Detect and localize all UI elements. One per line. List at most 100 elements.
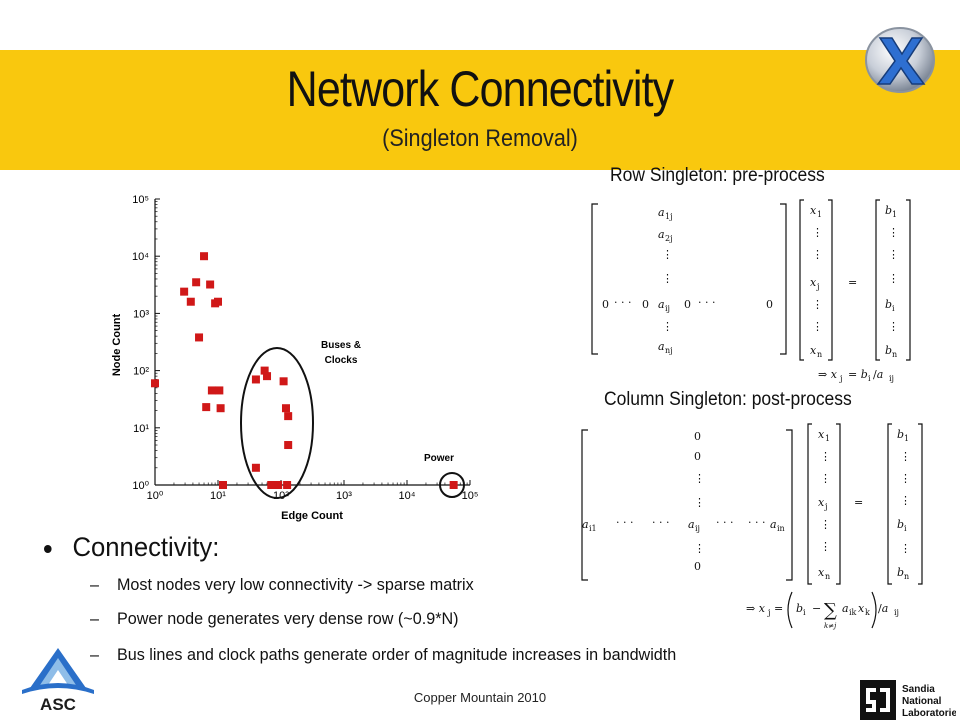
data-point bbox=[267, 481, 276, 489]
data-point bbox=[215, 386, 224, 395]
svg-text:⋮: ⋮ bbox=[662, 272, 673, 285]
svg-text:1j: 1j bbox=[665, 212, 673, 221]
data-point bbox=[449, 481, 458, 489]
svg-text:1: 1 bbox=[825, 434, 830, 443]
svg-text:· · ·: · · · bbox=[616, 516, 633, 529]
svg-text:a: a bbox=[658, 228, 665, 241]
svg-text:⋮: ⋮ bbox=[694, 472, 705, 485]
svg-text:i: i bbox=[803, 608, 806, 617]
svg-text:ij: ij bbox=[695, 524, 700, 533]
title-band bbox=[0, 50, 960, 170]
row-singleton-label: Row Singleton: pre-process bbox=[610, 165, 825, 186]
data-point bbox=[284, 441, 293, 450]
annotation-power: Power bbox=[424, 453, 454, 464]
svg-text:Laboratories: Laboratories bbox=[902, 708, 956, 719]
svg-text:x: x bbox=[818, 428, 825, 441]
x-axis-label: Edge Count bbox=[281, 510, 343, 522]
svg-text:⋮: ⋮ bbox=[694, 496, 705, 509]
svg-text:⋮: ⋮ bbox=[900, 542, 911, 555]
svg-text:n: n bbox=[892, 350, 897, 359]
data-point bbox=[207, 386, 216, 395]
svg-text:k: k bbox=[865, 608, 870, 617]
data-points bbox=[151, 252, 458, 489]
bullet-text: Connectivity: bbox=[72, 532, 220, 562]
svg-text:1: 1 bbox=[892, 210, 897, 219]
column-singleton-label: Column Singleton: post-process bbox=[604, 389, 852, 410]
x-tick-label: 10⁵ bbox=[462, 490, 479, 502]
bullet-dot-icon bbox=[44, 544, 52, 553]
svg-text:nj: nj bbox=[665, 346, 673, 355]
svg-text:⋮: ⋮ bbox=[662, 320, 673, 333]
svg-text:⋮: ⋮ bbox=[812, 298, 823, 311]
data-point bbox=[195, 333, 204, 342]
svg-text:⋮: ⋮ bbox=[900, 450, 911, 463]
svg-text:a: a bbox=[658, 298, 665, 311]
svg-text:a: a bbox=[688, 518, 695, 531]
svg-text:=: = bbox=[848, 276, 857, 289]
x-logo-icon bbox=[865, 27, 935, 93]
svg-text:⇒ x: ⇒ x bbox=[746, 602, 766, 615]
svg-text:0: 0 bbox=[642, 298, 649, 311]
sub-bullet-3: – Bus lines and clock paths generate ord… bbox=[90, 645, 677, 664]
data-point bbox=[186, 297, 195, 306]
data-point bbox=[284, 412, 293, 421]
svg-text:⋮: ⋮ bbox=[888, 226, 899, 239]
sub-bullet-text: Most nodes very low connectivity -> spar… bbox=[116, 575, 474, 594]
svg-text:k≠j: k≠j bbox=[824, 622, 837, 630]
x-tick-label: 10³ bbox=[336, 490, 352, 502]
svg-text:x: x bbox=[818, 566, 825, 579]
y-tick-label: 10¹ bbox=[133, 423, 149, 435]
data-point bbox=[260, 366, 269, 375]
data-point bbox=[214, 297, 222, 306]
svg-text:ik: ik bbox=[849, 608, 857, 617]
svg-text:b: b bbox=[885, 344, 892, 357]
svg-text:i: i bbox=[892, 304, 895, 313]
svg-text:⋮: ⋮ bbox=[820, 450, 831, 463]
svg-text:/a: /a bbox=[878, 602, 888, 615]
svg-text:x: x bbox=[858, 602, 865, 615]
svg-text:ij: ij bbox=[889, 374, 894, 383]
svg-text:⋮: ⋮ bbox=[812, 226, 823, 239]
svg-text:National: National bbox=[902, 696, 942, 707]
svg-text:· · ·: · · · bbox=[748, 516, 765, 529]
svg-text:0: 0 bbox=[766, 298, 773, 311]
data-point bbox=[263, 372, 272, 381]
svg-text:⋮: ⋮ bbox=[812, 320, 823, 333]
svg-text:1: 1 bbox=[904, 434, 909, 443]
data-point bbox=[283, 481, 292, 489]
annotation-clocks: Clocks bbox=[325, 355, 358, 366]
svg-text:=: = bbox=[774, 602, 783, 615]
svg-text:· · ·: · · · bbox=[716, 516, 733, 529]
svg-text:n: n bbox=[817, 350, 822, 359]
slide-title: Network Connectivity bbox=[286, 61, 675, 117]
svg-text:j: j bbox=[767, 608, 770, 617]
svg-text:j: j bbox=[824, 502, 827, 511]
bullet-connectivity: Connectivity: bbox=[44, 532, 219, 563]
data-point bbox=[274, 481, 283, 489]
data-point bbox=[218, 481, 227, 489]
svg-text:j: j bbox=[839, 374, 842, 383]
sub-bullet-text: Bus lines and clock paths generate order… bbox=[116, 645, 677, 664]
y-tick-label: 10³ bbox=[133, 308, 149, 320]
slide-subtitle: (Singleton Removal) bbox=[382, 125, 578, 152]
data-point bbox=[200, 252, 209, 261]
data-point bbox=[251, 463, 260, 472]
svg-text:x: x bbox=[818, 496, 825, 509]
y-tick-label: 10² bbox=[133, 366, 149, 378]
svg-text:⋮: ⋮ bbox=[694, 542, 705, 555]
x-tick-label: 10² bbox=[273, 490, 289, 502]
svg-text:Sandia: Sandia bbox=[902, 684, 935, 695]
y-tick-label: 10⁵ bbox=[132, 194, 149, 206]
power-ellipse bbox=[439, 472, 465, 498]
svg-text:ASC: ASC bbox=[40, 695, 76, 712]
sub-bullet-text: Power node generates very dense row (~0.… bbox=[116, 609, 459, 628]
svg-text:a: a bbox=[842, 602, 849, 615]
data-point bbox=[206, 280, 215, 289]
svg-text:0: 0 bbox=[694, 430, 701, 443]
data-point bbox=[279, 377, 288, 386]
svg-text:a: a bbox=[658, 206, 665, 219]
svg-text:⋮: ⋮ bbox=[888, 272, 899, 285]
svg-text:0: 0 bbox=[694, 450, 701, 463]
asc-logo-icon: ASC bbox=[22, 648, 94, 712]
svg-text:⋮: ⋮ bbox=[820, 472, 831, 485]
